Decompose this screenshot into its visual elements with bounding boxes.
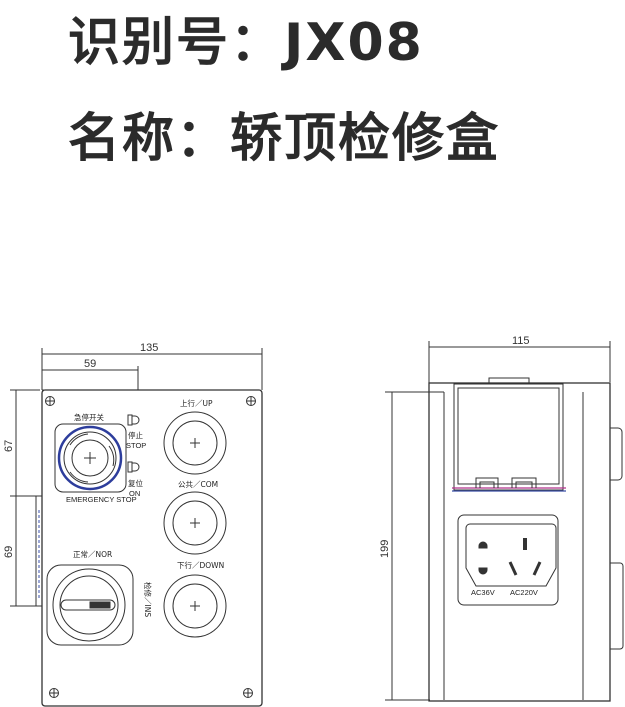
side-view [385,341,624,702]
dimension-upper-height-label: 67 [3,440,15,452]
reset-cn-label: 复位 [128,478,143,488]
side-view-labels: 115 199 AC36V AC220V [379,335,538,597]
screw-bottom-right [243,688,253,698]
screw-bottom-left [49,688,59,698]
reset-indicator-icon [127,461,140,473]
up-label: 上行／UP [180,398,213,408]
mode-selector-switch[interactable] [46,564,134,646]
socket-36v[interactable] [478,541,488,575]
emergency-stop-button[interactable] [54,423,127,493]
socket-36v-label: AC36V [471,588,495,597]
side-height-label: 199 [379,540,391,558]
socket-panel [457,514,559,606]
front-view [10,348,263,707]
down-button[interactable] [163,574,227,638]
emergency-stop-en-label: EMERGENCY STOP [66,495,137,504]
com-button[interactable] [163,491,227,555]
normal-label: 正常／NOR [73,550,112,559]
down-label: 下行／DOWN [177,560,224,570]
reset-en-label: ON [129,489,140,498]
dimension-offset-label: 59 [84,358,96,370]
side-box-outline [428,382,611,702]
stop-cn-label: 停止 [128,430,143,440]
screw-top-left [45,396,55,406]
com-label: 公共／COM [178,480,218,489]
socket-cover[interactable] [452,377,566,492]
screw-top-right [246,396,256,406]
identifier-title: 识别号：JX08 [68,13,424,73]
side-protrusion-top [610,427,623,481]
socket-220v-label: AC220V [510,588,538,597]
up-button[interactable] [163,411,227,475]
side-protrusion-bottom [610,562,624,650]
emergency-stop-cn-label: 急停开关 [74,412,104,422]
name-title: 名称：轿顶检修盒 [68,109,501,169]
inspection-label: 检修／INS [143,582,153,617]
stop-indicator-icon [127,414,140,426]
dimension-width-label: 135 [140,342,158,354]
front-view-labels: 135 59 67 69 急停开关 EMERGENCY STOP 停止 STOP… [3,342,224,617]
dimension-lower-height-label: 69 [3,546,15,558]
side-width-label: 115 [512,335,530,347]
stop-en-label: STOP [126,441,146,450]
socket-220v[interactable] [508,538,542,576]
front-box-outline [41,389,263,707]
